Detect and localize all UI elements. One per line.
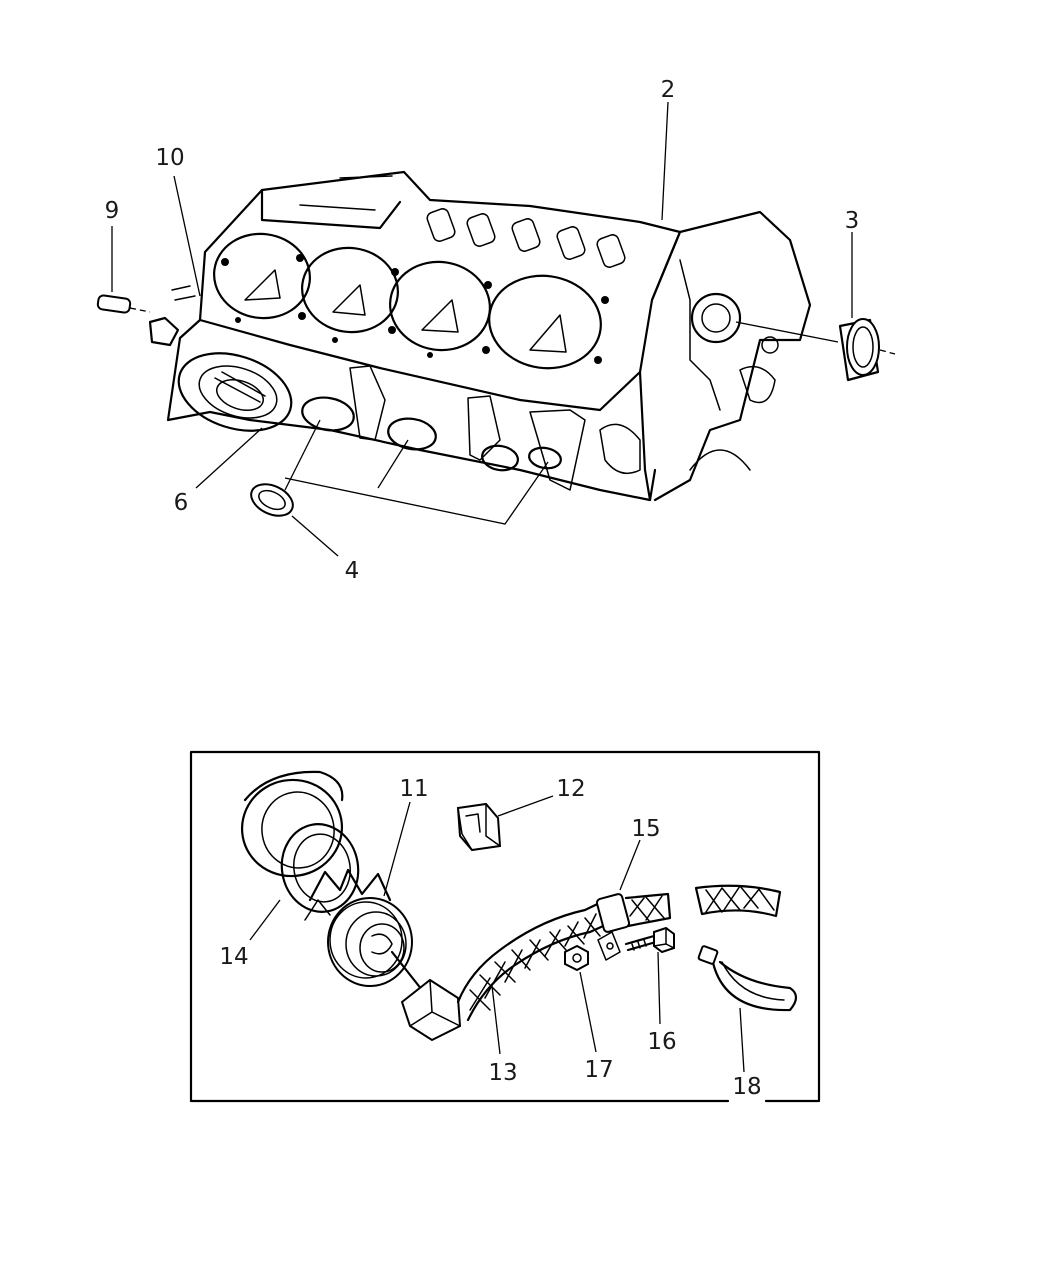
callout-2: 2 <box>661 77 676 103</box>
callout-17: 17 <box>584 1057 613 1083</box>
heater-cord <box>400 892 672 1042</box>
callout-16: 16 <box>647 1029 676 1055</box>
callout-15: 15 <box>631 816 660 842</box>
block-heater-element <box>304 868 424 992</box>
hex-nut <box>564 944 589 972</box>
heater-gasket <box>240 770 360 913</box>
callout-4: 4 <box>345 558 360 584</box>
core-plug-right <box>735 318 896 382</box>
callout-10: 10 <box>155 145 184 171</box>
callout-13: 13 <box>488 1060 517 1086</box>
engine-block <box>148 170 812 502</box>
callout-12: 12 <box>556 776 585 802</box>
dowel-pin <box>96 294 151 314</box>
core-plug-side <box>250 483 294 517</box>
block-heater-kit: 11 12 13 14 15 16 17 18 <box>189 750 821 1103</box>
callout-18: 18 <box>732 1074 761 1100</box>
callout-9: 9 <box>105 198 120 224</box>
callout-11: 11 <box>399 776 428 802</box>
callout-14: 14 <box>219 944 248 970</box>
block-heater-installed <box>177 352 293 432</box>
braided-sleeve <box>694 884 782 918</box>
callout-6: 6 <box>174 490 189 516</box>
cable-tie <box>697 945 798 1012</box>
callout-3: 3 <box>845 208 860 234</box>
retaining-clip <box>456 802 502 852</box>
mounting-bolt <box>624 926 675 954</box>
